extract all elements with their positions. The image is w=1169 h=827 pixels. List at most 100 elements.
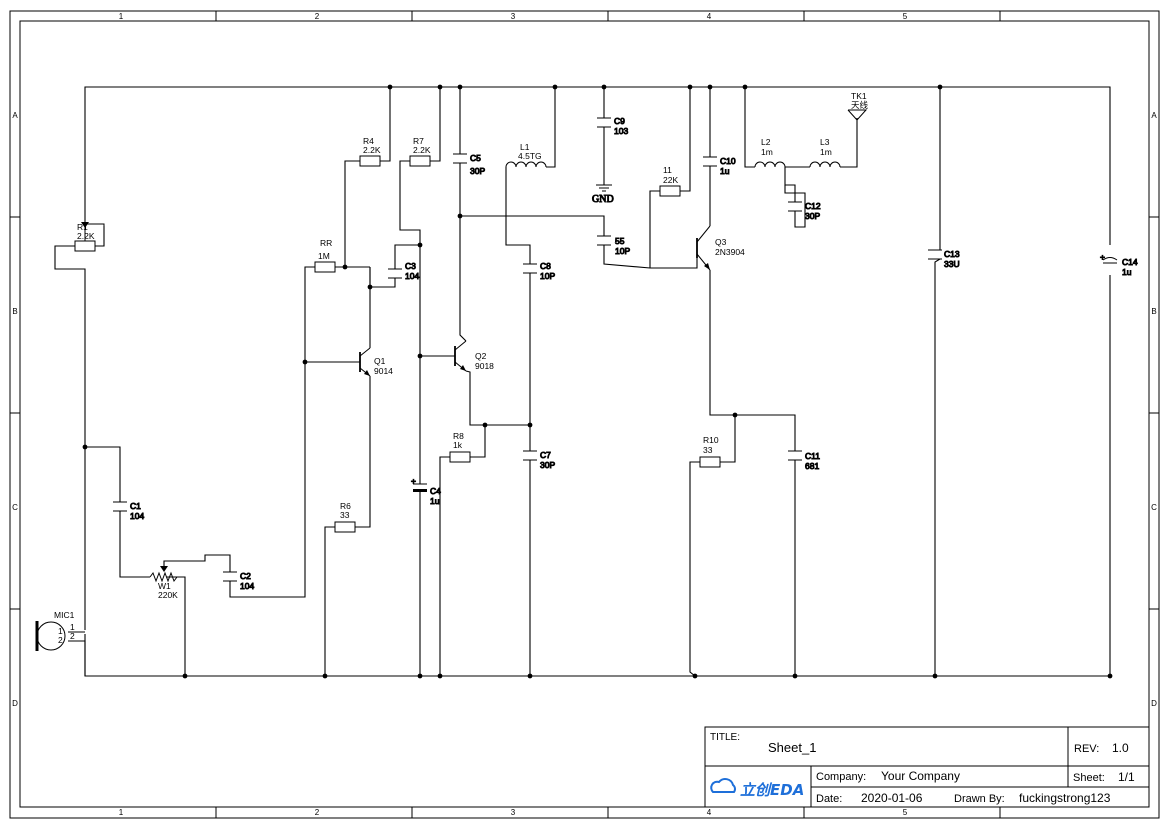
ref-label: 11 [663, 165, 672, 175]
pin-label: 1 [58, 626, 63, 636]
ref-label: R1 [77, 222, 88, 232]
transistor-Q1[interactable]: Q1 9014 [359, 347, 393, 377]
ref-label: C11 [805, 451, 820, 461]
capacitor-C14[interactable]: + C14 1u [1100, 252, 1139, 278]
ref-label: C4 [430, 486, 441, 496]
company-label: Company: [816, 771, 866, 783]
capacitor-C10[interactable]: C10 1u [703, 156, 736, 177]
ground-symbol: GND [592, 184, 614, 206]
resistor-RR[interactable]: RR 1M [314, 238, 336, 273]
capacitor-C2[interactable]: C2 104 [223, 571, 255, 592]
col-label: 2 [315, 12, 320, 21]
ref-label: C1 [130, 501, 141, 511]
capacitor-C3[interactable]: C3 104 [388, 261, 420, 282]
sheet-label: Sheet: [1073, 772, 1105, 784]
col-label: 3 [511, 12, 516, 21]
ref-label: C7 [540, 450, 551, 460]
ref-label: C10 [720, 156, 736, 166]
capacitor-C8[interactable]: C8 10P [523, 261, 556, 282]
resistor-R4[interactable]: R4 2.2K [359, 136, 381, 167]
transistor-Q3[interactable]: Q3 2N3904 [696, 225, 745, 271]
value-label: 681 [805, 461, 819, 471]
ref-label: R6 [340, 501, 351, 511]
inductor-L1[interactable]: L1 4.5TG [505, 142, 547, 168]
ref-label: 55 [615, 236, 625, 246]
svg-text:+: + [1100, 252, 1105, 262]
value-label: 9018 [475, 361, 494, 371]
sheet-value: 1/1 [1118, 770, 1135, 784]
ref-label: R10 [703, 435, 719, 445]
col-label: 1 [119, 12, 124, 21]
gnd-label: GND [592, 194, 614, 205]
rev-label: REV: [1074, 743, 1099, 755]
ref-label: W1 [158, 581, 171, 591]
potentiometer-W1[interactable]: W1 220K [149, 566, 178, 600]
logo-text: 立创EDA [740, 781, 804, 799]
value-label: 30P [540, 460, 555, 470]
value-label: 30P [805, 211, 820, 221]
capacitor-C9[interactable]: C9 103 [597, 116, 629, 137]
inductor-L3[interactable]: L3 1m [809, 137, 841, 168]
ref-label: Q2 [475, 351, 487, 361]
rev-value: 1.0 [1112, 741, 1129, 755]
capacitor-C5[interactable]: C5 30P [453, 153, 486, 177]
value-label: 2.2K [413, 145, 431, 155]
row-label: D [12, 699, 18, 708]
ref-label: R4 [363, 136, 374, 146]
value-label: 220K [158, 590, 178, 600]
capacitor-C4[interactable]: + C4 1u [411, 476, 442, 507]
date-label: Date: [816, 793, 842, 805]
pin-label: 1 [70, 622, 75, 632]
ref-label: L2 [761, 137, 771, 147]
value-label: 天线 [851, 100, 869, 110]
resistor-R7[interactable]: R7 2.2K [409, 136, 431, 167]
col-label: 1 [119, 808, 124, 817]
logo: 立创EDA [710, 778, 804, 799]
transistor-Q2[interactable]: Q2 9018 [454, 340, 494, 372]
title-label: TITLE: [710, 732, 740, 743]
col-label: 4 [707, 12, 712, 21]
value-label: 33 [703, 445, 713, 455]
inductor-L2[interactable]: L2 1m [754, 137, 786, 168]
resistor-R8[interactable]: R8 1k [449, 431, 471, 463]
ref-label: Q3 [715, 237, 727, 247]
wires [54, 86, 1111, 677]
ref-label: Q1 [374, 356, 386, 366]
drawn-by-value: fuckingstrong123 [1019, 791, 1111, 805]
value-label: 1k [453, 440, 463, 450]
col-label: 3 [511, 808, 516, 817]
row-label: D [1151, 699, 1157, 708]
capacitor-C55[interactable]: 55 10P [597, 235, 631, 257]
ref-label: C14 [1122, 257, 1138, 267]
microphone-MIC1[interactable]: MIC1 1 2 1 2 [35, 610, 75, 651]
antenna-TK1[interactable]: TK1 天线 [847, 91, 869, 121]
resistor-R10[interactable]: R10 33 [699, 435, 721, 468]
value-label: 1u [430, 496, 440, 506]
value-label: 1m [761, 147, 773, 157]
capacitor-C1[interactable]: C1 104 [113, 501, 145, 522]
capacitor-C13[interactable]: C13 33U [928, 249, 960, 270]
row-label: B [1151, 307, 1156, 316]
value-label: 1m [820, 147, 832, 157]
value-label: 104 [240, 581, 254, 591]
col-label: 2 [315, 808, 320, 817]
resistor-R11[interactable]: 11 22K [659, 165, 681, 197]
value-label: 104 [405, 271, 419, 281]
row-label: A [1151, 111, 1157, 120]
value-label: 10P [615, 246, 630, 256]
value-label: 1u [1122, 267, 1132, 277]
col-label: 5 [903, 12, 908, 21]
capacitor-C11[interactable]: C11 681 [788, 450, 821, 472]
ref-label: L1 [520, 142, 530, 152]
resistor-R6[interactable]: R6 33 [334, 501, 356, 533]
pin-label: 2 [58, 635, 63, 645]
ref-label: C9 [614, 116, 625, 126]
capacitor-C7[interactable]: C7 30P [523, 450, 556, 471]
company-value: Your Company [881, 769, 960, 783]
resistor-R1[interactable]: R1 2.2K [74, 222, 105, 252]
capacitor-C12[interactable]: C12 30P [788, 201, 821, 222]
ref-label: C8 [540, 261, 551, 271]
value-label: 2.2K [363, 145, 381, 155]
